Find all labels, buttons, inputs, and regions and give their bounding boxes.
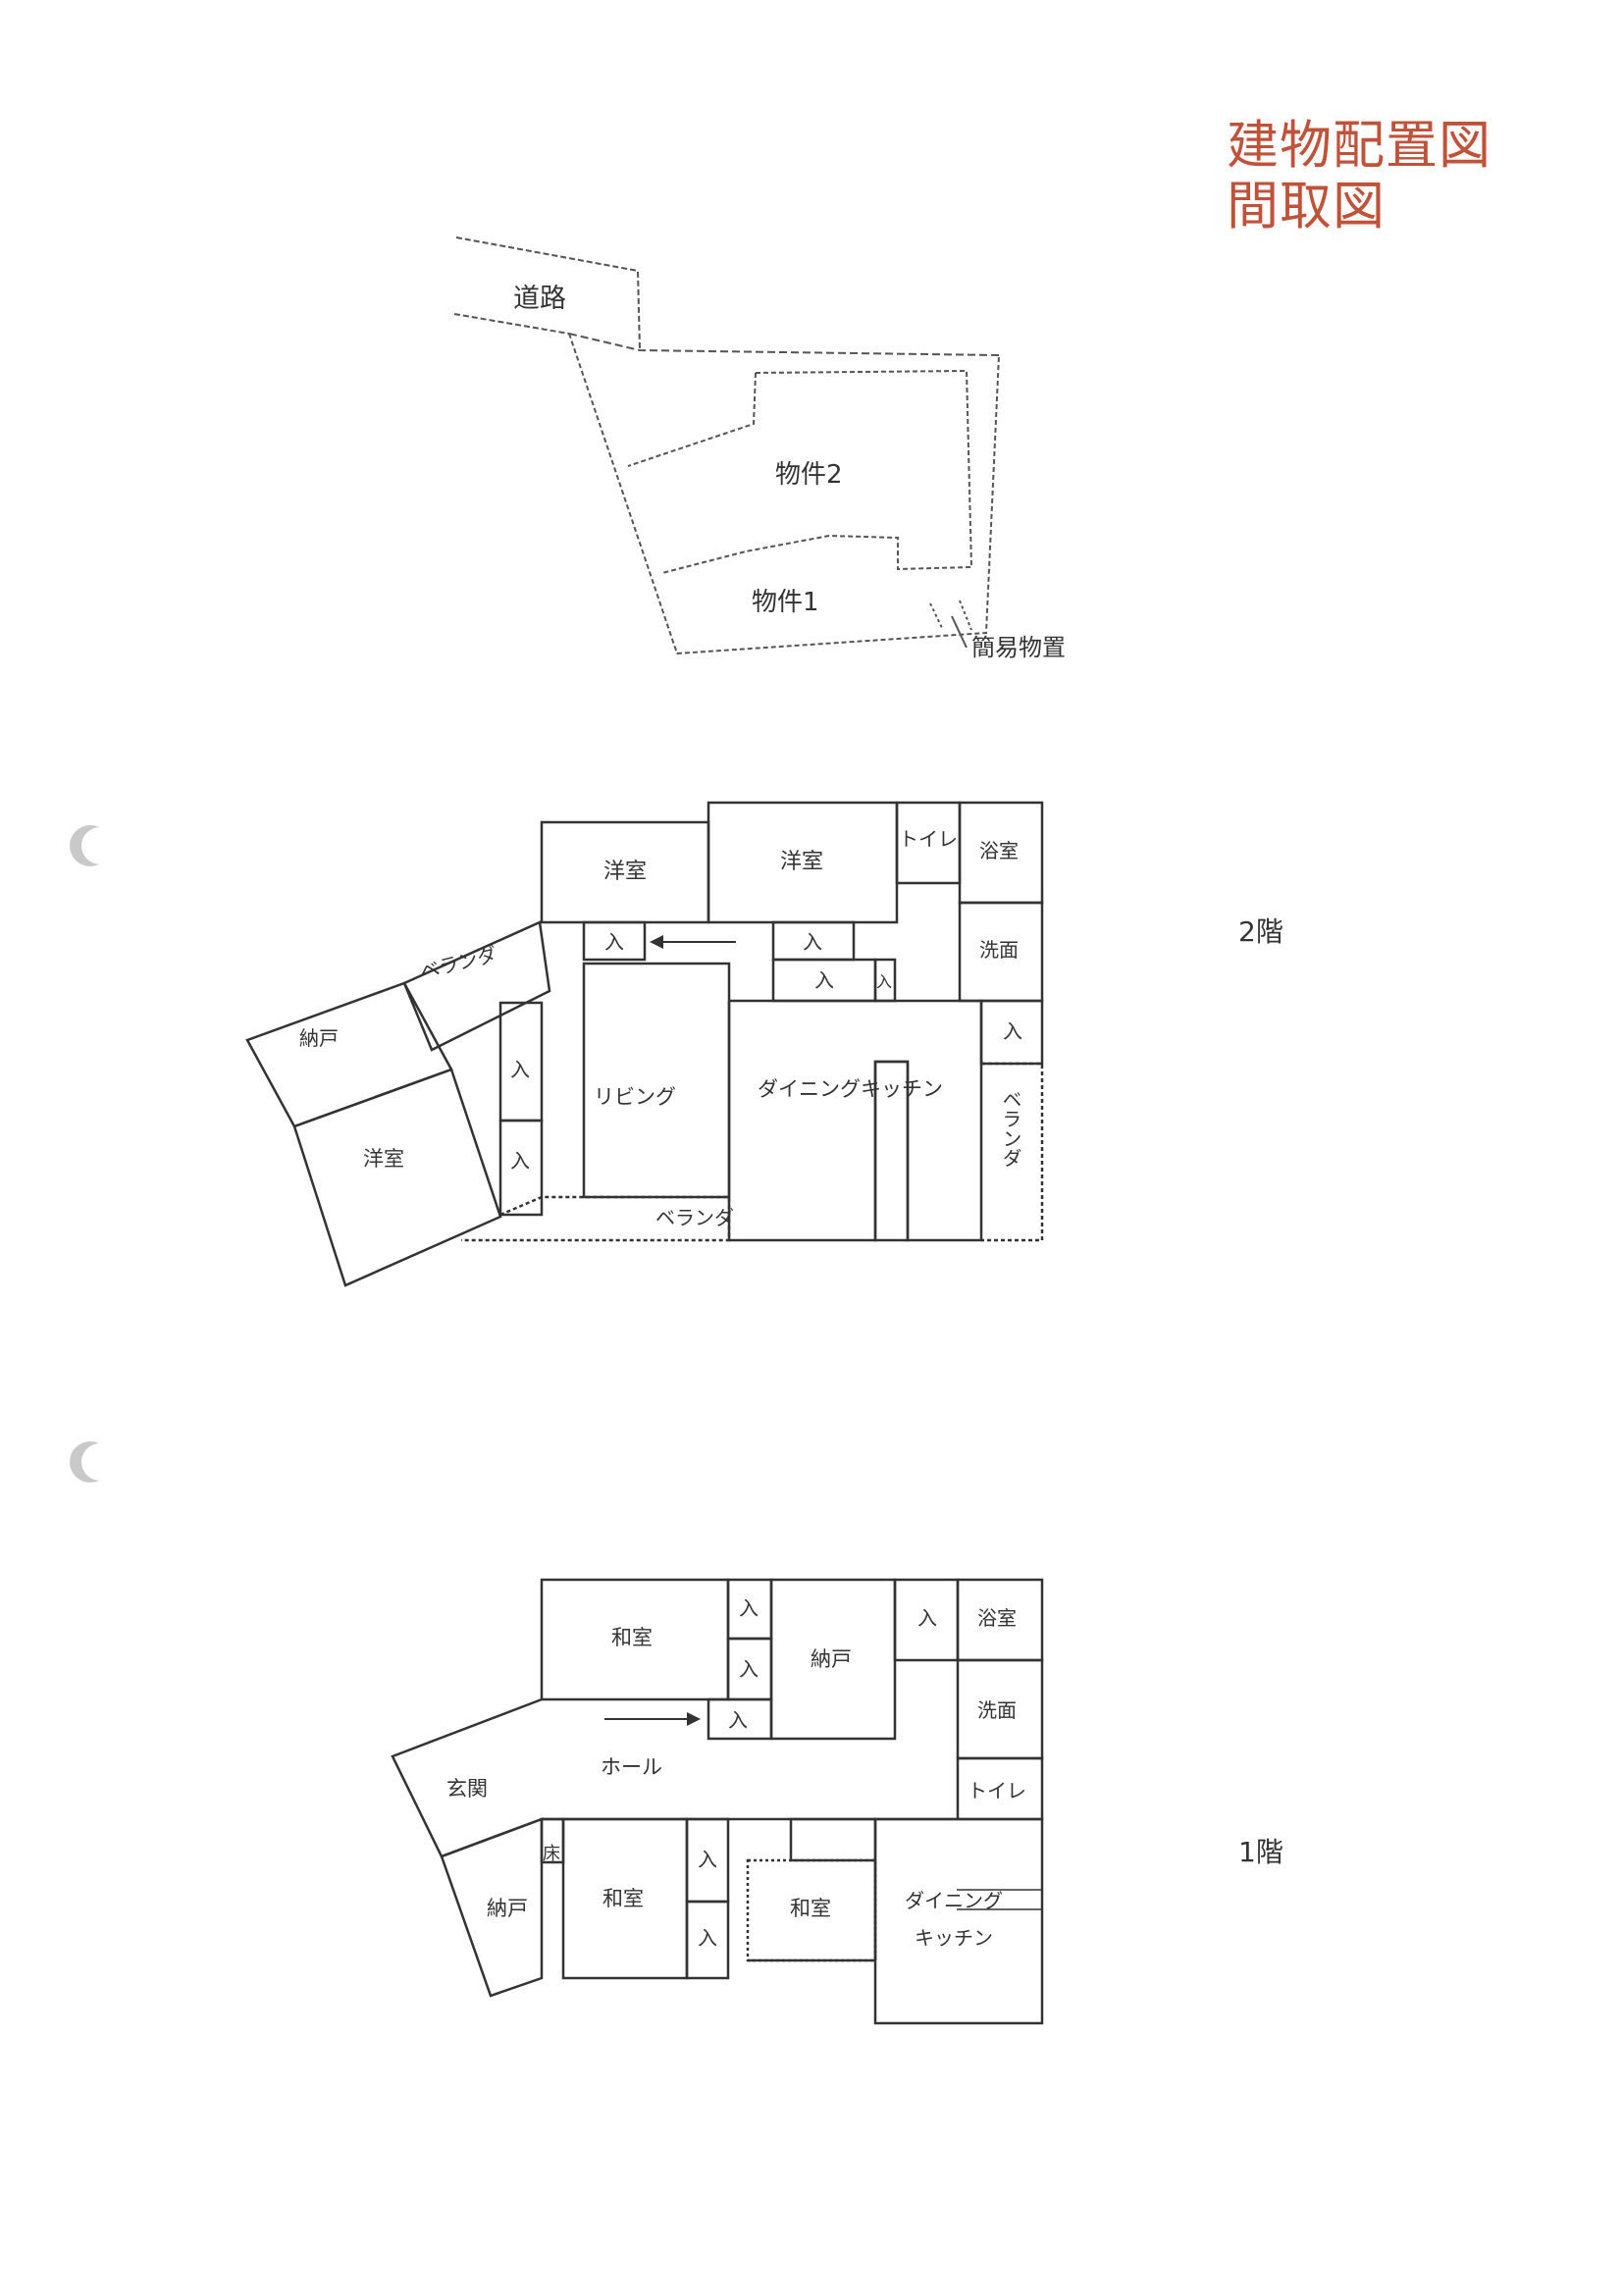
f2-western-a: 洋室 bbox=[603, 860, 647, 884]
f1-toilet: トイレ bbox=[968, 1779, 1026, 1802]
f1-japanese-b: 和室 bbox=[602, 1887, 644, 1910]
f2-closet-5: 入 bbox=[1003, 1019, 1022, 1043]
title-line-2: 間取図 bbox=[1227, 177, 1386, 236]
f1-japanese-c: 和室 bbox=[790, 1897, 831, 1920]
floor2-plan bbox=[245, 801, 1044, 1287]
title-line-1: 建物配置図 bbox=[1227, 116, 1492, 176]
document-title: 建物配置図 間取図 bbox=[1227, 116, 1492, 237]
f2-closet-2: 入 bbox=[803, 930, 822, 954]
floor1-plan bbox=[391, 1578, 1044, 2025]
f1-closet-2: 入 bbox=[739, 1657, 759, 1681]
f2-living: リビング bbox=[594, 1085, 676, 1109]
site-property2-label: 物件2 bbox=[775, 460, 843, 490]
f1-bath: 浴室 bbox=[977, 1606, 1017, 1630]
f2-wash: 洗面 bbox=[979, 938, 1019, 962]
f1-kitchen: キッチン bbox=[915, 1926, 993, 1950]
f1-entrance: 玄関 bbox=[446, 1777, 488, 1800]
f2-toilet: トイレ bbox=[899, 827, 958, 851]
f2-western-c: 洋室 bbox=[363, 1147, 404, 1171]
f2-closet-7: 入 bbox=[510, 1149, 530, 1173]
f1-alcove: 床 bbox=[543, 1844, 560, 1864]
floor2-arrowhead bbox=[650, 935, 663, 949]
f2-western-b: 洋室 bbox=[780, 850, 823, 874]
f1-japanese-a: 和室 bbox=[611, 1626, 653, 1649]
floor1-arrowhead bbox=[687, 1712, 701, 1726]
f2-storage: 納戸 bbox=[299, 1026, 339, 1050]
f1-storage-a: 納戸 bbox=[811, 1647, 852, 1671]
f1-dining: ダイニング bbox=[905, 1889, 1003, 1912]
f2-veranda-bottom: ベランダ bbox=[655, 1206, 734, 1229]
floor1-label: 1階 bbox=[1238, 1836, 1283, 1868]
f1-hall: ホール bbox=[601, 1755, 662, 1779]
f2-dining-kitchen: ダイニングキッチン bbox=[758, 1077, 943, 1101]
f1-closet-3: 入 bbox=[917, 1606, 937, 1630]
punch-mark-top bbox=[70, 825, 119, 866]
f2-closet-6: 入 bbox=[510, 1058, 530, 1081]
f2-veranda-right: ベランダ bbox=[999, 1089, 1022, 1168]
floor2-label: 2階 bbox=[1238, 915, 1283, 948]
punch-mark-bottom bbox=[70, 1441, 119, 1483]
f2-closet-3: 入 bbox=[814, 968, 834, 992]
f1-closet-5: 入 bbox=[698, 1848, 717, 1871]
f1-wash: 洗面 bbox=[977, 1698, 1017, 1722]
f1-closet-4: 入 bbox=[728, 1708, 748, 1732]
f1-closet-6: 入 bbox=[698, 1926, 717, 1950]
site-road-label: 道路 bbox=[513, 284, 566, 314]
site-property1-label: 物件1 bbox=[752, 588, 819, 617]
f2-veranda-top: ベランダ bbox=[417, 942, 498, 984]
f2-closet-4: 入 bbox=[876, 972, 892, 991]
site-storage-label: 簡易物置 bbox=[971, 634, 1066, 661]
f2-closet-1: 入 bbox=[604, 930, 624, 954]
f2-bath: 浴室 bbox=[979, 839, 1019, 862]
site-plan bbox=[453, 236, 1000, 655]
f1-storage-b: 納戸 bbox=[487, 1897, 528, 1920]
f1-closet-1: 入 bbox=[739, 1596, 759, 1620]
